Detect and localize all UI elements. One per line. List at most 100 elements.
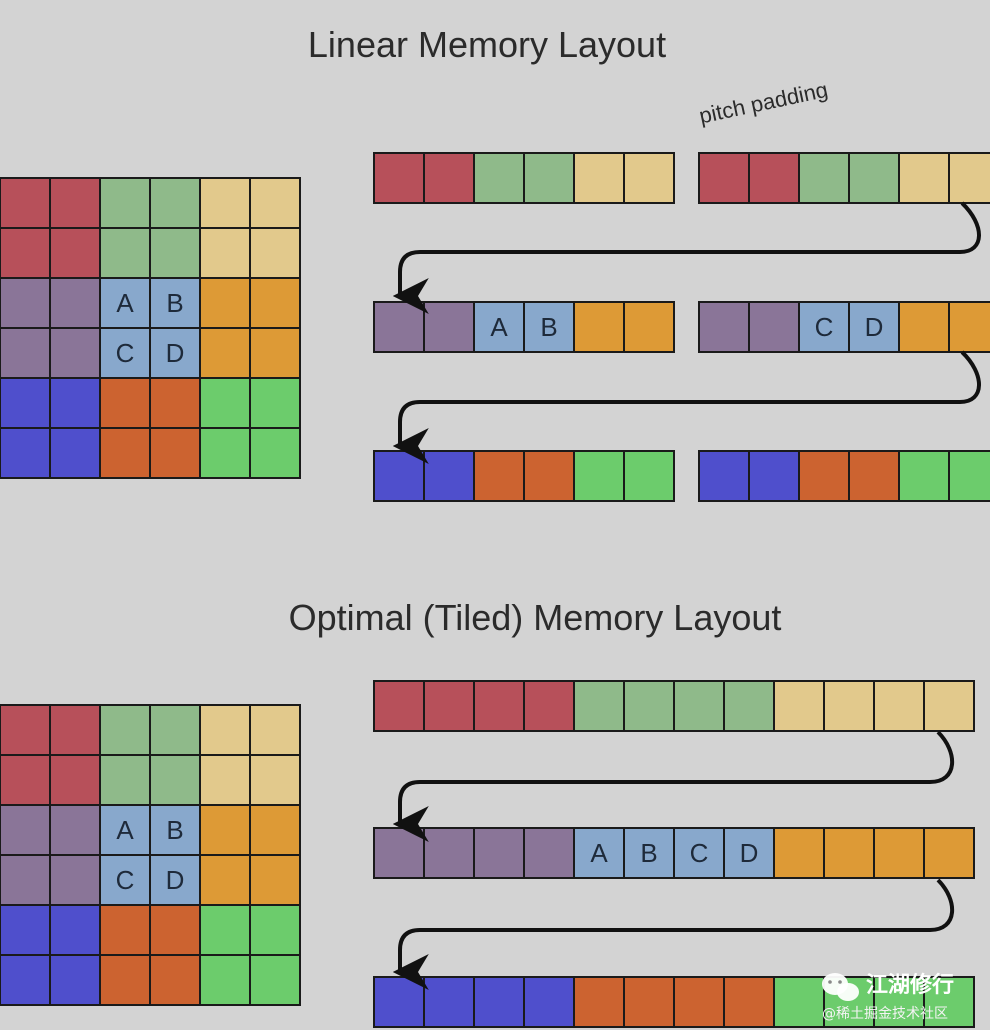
tiled-row-3 bbox=[373, 976, 975, 1028]
grid-cell bbox=[0, 427, 51, 479]
memory-cell bbox=[773, 680, 825, 732]
memory-cell bbox=[573, 450, 625, 502]
grid-cell bbox=[199, 427, 251, 479]
memory-cell bbox=[523, 450, 575, 502]
memory-cell bbox=[423, 301, 475, 353]
memory-cell bbox=[423, 976, 475, 1028]
grid-cell bbox=[0, 177, 51, 229]
grid-cell bbox=[99, 227, 151, 279]
cell-label-c: C bbox=[116, 865, 135, 895]
grid-cell bbox=[249, 854, 301, 906]
memory-cell bbox=[473, 976, 525, 1028]
grid-cell bbox=[0, 754, 51, 806]
memory-cell bbox=[523, 827, 575, 879]
memory-cell bbox=[573, 680, 625, 732]
grid-cell bbox=[199, 377, 251, 429]
grid-cell bbox=[199, 954, 251, 1006]
memory-cell bbox=[373, 976, 425, 1028]
grid-cell bbox=[149, 954, 201, 1006]
memory-cell bbox=[848, 450, 900, 502]
grid-cell bbox=[249, 377, 301, 429]
grid-cell: A bbox=[99, 804, 151, 856]
grid-cell bbox=[99, 177, 151, 229]
grid-cell bbox=[49, 177, 101, 229]
grid-cell bbox=[0, 704, 51, 756]
memory-cell bbox=[948, 152, 990, 204]
grid-cell bbox=[149, 427, 201, 479]
grid-cell bbox=[199, 804, 251, 856]
memory-cell bbox=[823, 827, 875, 879]
memory-cell: B bbox=[523, 301, 575, 353]
memory-cell: A bbox=[573, 827, 625, 879]
grid-cell bbox=[49, 427, 101, 479]
grid-cell: B bbox=[149, 804, 201, 856]
grid-cell bbox=[199, 177, 251, 229]
cell-label-b: B bbox=[640, 838, 657, 868]
grid-cell bbox=[0, 954, 51, 1006]
linear-row-3-segment-2 bbox=[698, 450, 990, 502]
grid-cell bbox=[49, 227, 101, 279]
memory-cell bbox=[898, 301, 950, 353]
grid-cell bbox=[49, 904, 101, 956]
grid-cell bbox=[199, 327, 251, 379]
pitch-padding-label: pitch padding bbox=[697, 77, 830, 129]
memory-cell bbox=[698, 450, 750, 502]
memory-cell bbox=[423, 680, 475, 732]
memory-cell bbox=[873, 976, 925, 1028]
grid-cell bbox=[0, 327, 51, 379]
watermark-name: 江湖修行 bbox=[866, 972, 954, 998]
grid-cell: B bbox=[149, 277, 201, 329]
cell-label-d: D bbox=[166, 338, 185, 368]
grid-cell bbox=[0, 377, 51, 429]
memory-cell: D bbox=[723, 827, 775, 879]
memory-cell bbox=[873, 680, 925, 732]
grid-cell bbox=[49, 327, 101, 379]
grid-cell bbox=[199, 704, 251, 756]
grid-cell bbox=[149, 904, 201, 956]
grid-cell: A bbox=[99, 277, 151, 329]
grid-cell: D bbox=[149, 327, 201, 379]
memory-cell bbox=[573, 301, 625, 353]
memory-cell bbox=[848, 152, 900, 204]
cell-label-b: B bbox=[166, 288, 183, 318]
grid-cell bbox=[249, 177, 301, 229]
cell-label-a: A bbox=[116, 288, 134, 318]
cell-label-a: A bbox=[490, 312, 508, 342]
memory-cell bbox=[623, 680, 675, 732]
memory-cell bbox=[823, 680, 875, 732]
memory-cell bbox=[798, 152, 850, 204]
cell-label-c: C bbox=[690, 838, 709, 868]
grid-cell bbox=[249, 754, 301, 806]
grid-cell bbox=[149, 754, 201, 806]
wrap-arrow-tiled-2 bbox=[392, 878, 954, 990]
grid-cell bbox=[149, 704, 201, 756]
grid-cell bbox=[199, 754, 251, 806]
wechat-icon bbox=[822, 973, 859, 1001]
memory-cell bbox=[923, 827, 975, 879]
grid-cell bbox=[199, 854, 251, 906]
grid-cell bbox=[49, 377, 101, 429]
memory-cell bbox=[773, 976, 825, 1028]
grid-cell bbox=[49, 954, 101, 1006]
memory-cell bbox=[873, 827, 925, 879]
cell-label-a: A bbox=[116, 815, 134, 845]
grid-cell bbox=[249, 704, 301, 756]
memory-cell bbox=[523, 152, 575, 204]
cell-label-d: D bbox=[865, 312, 884, 342]
memory-cell bbox=[373, 152, 425, 204]
memory-cell bbox=[948, 450, 990, 502]
grid-cell bbox=[49, 754, 101, 806]
watermark: 江湖修行 @稀土掘金技术社区 bbox=[822, 972, 954, 1022]
grid-cell bbox=[0, 854, 51, 906]
memory-cell bbox=[623, 450, 675, 502]
tiled-row-1 bbox=[373, 680, 975, 732]
memory-cell bbox=[423, 152, 475, 204]
cell-label-c: C bbox=[116, 338, 135, 368]
grid-cell bbox=[0, 904, 51, 956]
memory-cell bbox=[573, 152, 625, 204]
grid-cell bbox=[49, 704, 101, 756]
memory-cell bbox=[673, 976, 725, 1028]
